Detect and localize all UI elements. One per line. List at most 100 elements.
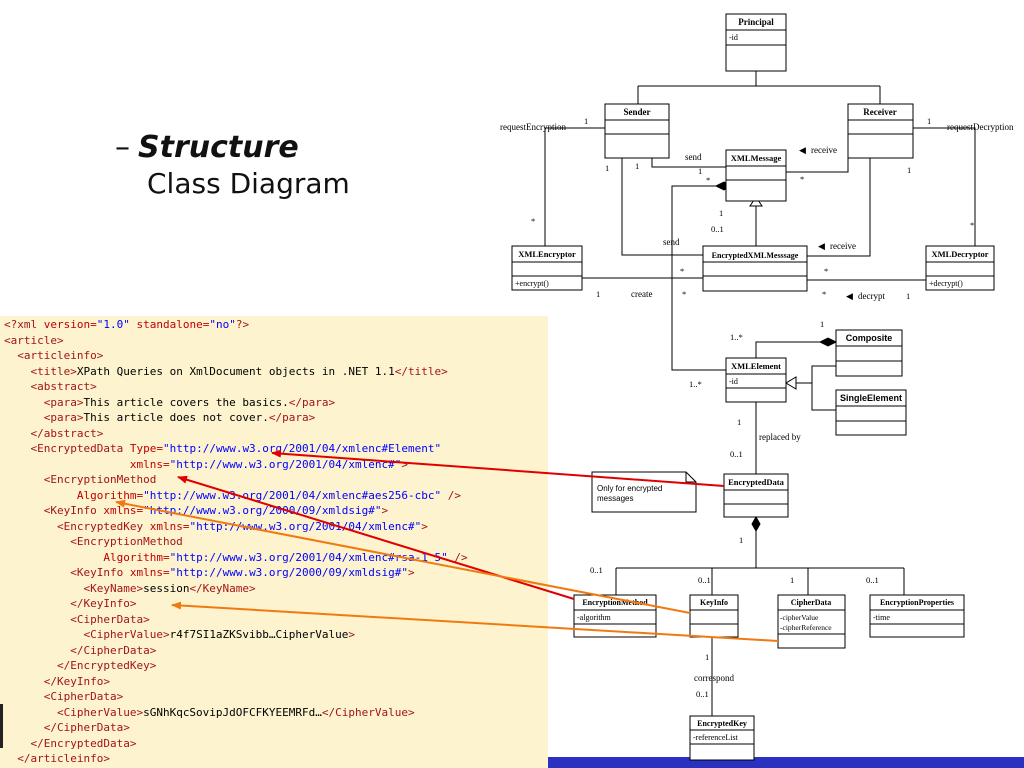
xml-token: <CipherValue>	[4, 628, 170, 641]
class-encryptedxmlmessage-name: EncryptedXMLMesssage	[712, 251, 799, 260]
mult-correspond-01: 0..1	[696, 689, 709, 699]
class-encryptionproperties-attr: -time	[873, 613, 890, 622]
class-cipherdata-attr1: -cipherValue	[780, 613, 819, 622]
label-receive: receive	[811, 145, 837, 155]
mult-sender-left: 1	[605, 163, 609, 173]
class-encryptedkey-attr: -referenceList	[693, 733, 739, 742]
class-encrypteddata: EncryptedData	[723, 473, 789, 518]
class-xmlencryptor-op: +encrypt()	[515, 279, 549, 288]
xml-line: <CipherData>	[4, 612, 468, 628]
class-principal-name: Principal	[738, 17, 774, 27]
xml-token: </EncryptedKey>	[4, 659, 157, 672]
arrow-encryptionmethod	[177, 475, 575, 600]
xml-token: <CipherData>	[4, 612, 150, 626]
class-cipherdata: CipherData -cipherValue -cipherReference	[777, 594, 846, 649]
xml-line: <articleinfo>	[4, 348, 468, 364]
mult-replaced-1: 1	[737, 417, 741, 427]
class-xmldecryptor-op: +decrypt()	[929, 279, 963, 288]
xml-token: "http://www.w3.org/2001/04/xmlenc#Elemen…	[162, 442, 442, 455]
class-encryptionmethod-attr: -algorithm	[577, 613, 612, 622]
xml-line: <KeyInfo xmlns="http://www.w3.org/2000/0…	[4, 503, 468, 519]
bottom-accent-bar	[548, 757, 1024, 768]
xml-token: xmlns=	[129, 566, 170, 579]
xml-line: </CipherData>	[4, 643, 468, 659]
xml-token: This article covers the basics.	[83, 395, 289, 409]
mult-receiver-right: 1	[907, 165, 911, 175]
xml-token: standalone=	[136, 318, 210, 331]
xml-token: <para>	[4, 395, 84, 409]
xml-token: />	[441, 488, 461, 502]
xml-token: </KeyInfo>	[4, 597, 137, 610]
class-xmlmessage-name: XMLMessage	[731, 153, 782, 163]
xml-token: <article>	[4, 333, 64, 347]
mult-create-star-1: *	[680, 266, 684, 276]
class-encryptionproperties-name: EncryptionProperties	[880, 598, 954, 607]
class-composite: Composite	[835, 329, 903, 377]
class-encryptedkey: EncryptedKey -referenceList	[689, 715, 755, 761]
mult-keyinfo-01: 0..1	[698, 575, 711, 585]
mult-cipherdata-1: 1	[790, 575, 794, 585]
class-xmlmessage: XMLMessage	[725, 149, 787, 202]
xml-token: </title>	[394, 364, 448, 378]
xml-token: <para>	[4, 411, 84, 424]
class-encryptionproperties: EncryptionProperties -time	[869, 594, 965, 638]
class-singleelement: SingleElement	[835, 389, 907, 436]
class-xmlencryptor: XMLEncryptor +encrypt()	[511, 245, 583, 291]
mult-create-1: 1	[596, 289, 600, 299]
xml-line: </KeyInfo>	[4, 674, 468, 690]
xml-token: version=	[43, 318, 97, 331]
xml-token: <abstract>	[4, 380, 97, 393]
xml-token: </KeyInfo>	[4, 674, 110, 688]
xml-line: Algorithm="http://www.w3.org/2001/04/xml…	[4, 488, 468, 504]
label-replaced-by: replaced by	[759, 432, 801, 442]
label-decrypt-arrow: ◀	[846, 291, 853, 301]
class-encrypteddata-name: EncryptedData	[728, 477, 784, 487]
xml-token: </para>	[268, 411, 316, 424]
heading-line-structure: –Structure	[115, 130, 350, 166]
xml-token: <title>	[4, 364, 77, 378]
mult-element-1star: 1..*	[689, 379, 702, 389]
mult-decryptor-star: *	[970, 220, 974, 230]
class-encryptionmethod-name: EncryptionMethod	[582, 598, 648, 607]
xml-token: "http://www.w3.org/2001/04/xmlenc#"	[189, 519, 422, 533]
mult-composite-1star: 1..*	[730, 332, 743, 342]
xml-token: </CipherData>	[4, 643, 157, 657]
xml-token: "http://www.w3.org/2001/04/xmlenc#aes256…	[143, 488, 442, 502]
xml-line: <para>This article covers the basics.</p…	[4, 395, 468, 411]
mult-decrypt-1: 1	[906, 291, 910, 301]
xml-token: xmlns=	[103, 504, 144, 517]
left-edge-bar	[0, 704, 3, 748]
xml-line: <EncryptedKey xmlns="http://www.w3.org/2…	[4, 519, 468, 535]
xml-line: </EncryptedKey>	[4, 658, 468, 674]
mult-decrypt-star-1: *	[824, 266, 828, 276]
xml-token: <EncryptedKey	[4, 519, 150, 533]
label-request-decryption: requestDecryption	[947, 122, 1014, 132]
mult-props-01: 0..1	[866, 575, 879, 585]
xml-token: >	[348, 628, 356, 641]
heading-title: Structure	[138, 130, 299, 165]
xml-token: "http://www.w3.org/2000/09/xmldsig#"	[169, 566, 409, 579]
xml-token: Type=	[129, 442, 163, 455]
class-xmlelement-name: XMLElement	[731, 361, 781, 371]
class-sender-name: Sender	[624, 107, 651, 117]
class-xmldecryptor: XMLDecryptor +decrypt()	[925, 245, 995, 291]
label-create: create	[631, 289, 652, 299]
class-singleelement-name: SingleElement	[840, 393, 902, 403]
xml-token: XPath Queries on XmlDocument objects in …	[76, 364, 395, 378]
mult-xmlmessage-1: 1	[719, 208, 723, 218]
class-cipherdata-attr2: -cipherReference	[780, 623, 832, 632]
xml-token: "1.0"	[96, 318, 137, 331]
mult-replaced-01: 0..1	[730, 449, 743, 459]
class-keyinfo: KeyInfo	[689, 594, 739, 638]
xml-line: <title>XPath Queries on XmlDocument obje…	[4, 364, 468, 380]
mult-receiver-dec: 1	[927, 116, 931, 126]
mult-composite-1: 1	[820, 319, 824, 329]
xml-token: <KeyName>	[4, 581, 144, 595]
xml-line: <CipherValue>r4f7SI1aZKSvibb…CipherValue…	[4, 627, 468, 643]
xml-token: </CipherValue>	[321, 705, 415, 719]
xml-token: </CipherData>	[4, 721, 130, 734]
arrow-cipherdata	[171, 601, 779, 642]
label-receive-2: receive	[830, 241, 856, 251]
xml-token: >	[408, 566, 415, 579]
